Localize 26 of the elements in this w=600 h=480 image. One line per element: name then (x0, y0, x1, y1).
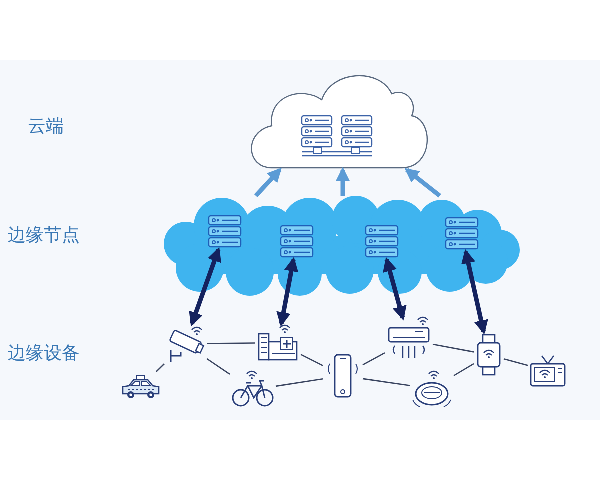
arrow (462, 249, 488, 335)
arrow (336, 167, 350, 196)
connector-line (454, 363, 474, 376)
connector-line (504, 358, 528, 366)
connector-line (362, 378, 410, 386)
connector-line (362, 352, 386, 366)
arrow (276, 257, 299, 327)
tier-label: 边缘节点 (8, 224, 80, 247)
connector-line (207, 342, 255, 344)
server-icon (446, 218, 478, 249)
arrow (254, 168, 282, 198)
connector-line (300, 354, 324, 366)
connector-line (156, 364, 165, 372)
arrow (189, 247, 222, 327)
server-icon (209, 216, 241, 247)
connector-line (276, 378, 324, 388)
arrow (404, 168, 442, 198)
server-icon (366, 226, 398, 257)
arrow (383, 257, 407, 321)
bicycle-icon (230, 372, 276, 408)
connector-line (206, 358, 230, 375)
connector-line (432, 344, 474, 353)
robot-vacuum-icon (410, 368, 454, 410)
tier-label: 边缘设备 (8, 342, 80, 365)
server-icon (281, 226, 313, 257)
tier-label: 云端 (28, 115, 64, 138)
